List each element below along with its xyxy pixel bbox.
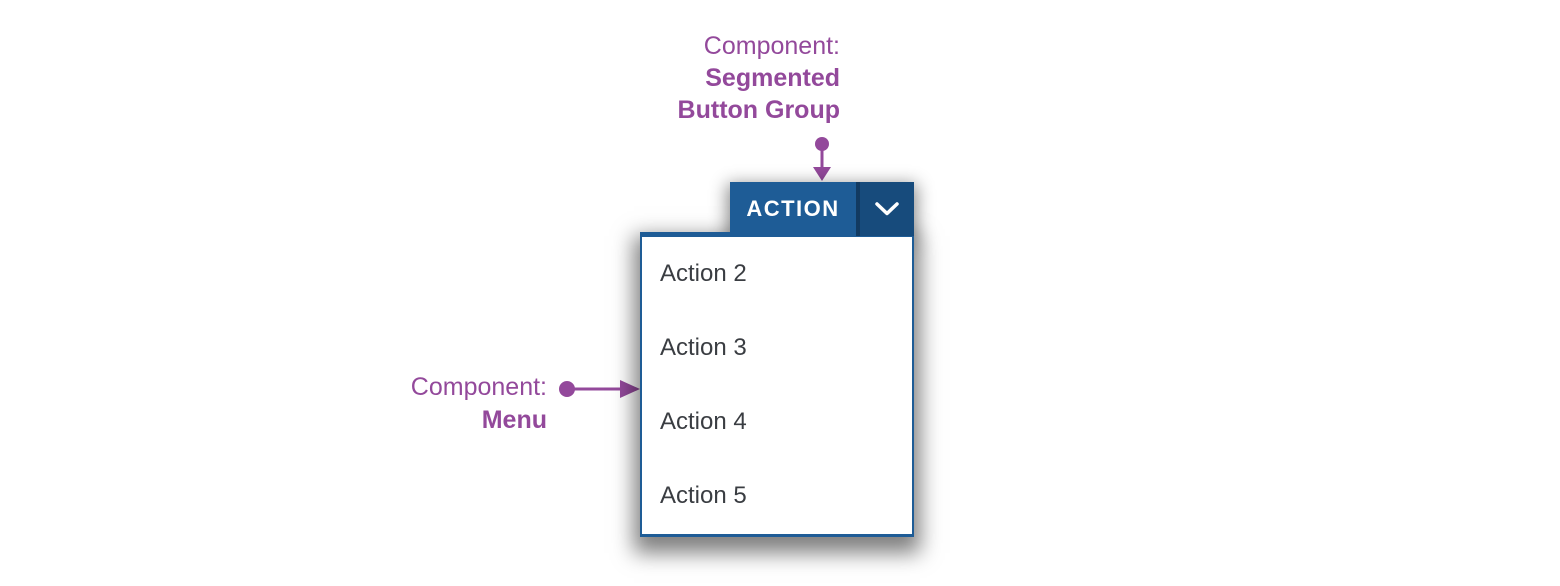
menu-item[interactable]: Action 2 [642,237,912,311]
segment-divider [856,182,860,236]
annotation-component-name-line1: Segmented [705,64,840,92]
menu-item[interactable]: Action 5 [642,459,912,533]
menu-item[interactable]: Action 3 [642,311,912,385]
annotation-prefix: Component: [410,373,547,401]
dropdown-toggle-button[interactable] [860,182,914,236]
chevron-down-icon [875,202,899,216]
annotation-segmented-button-group: Component: Segmented Button Group [678,30,840,126]
annotation-menu: Component: Menu [411,371,547,437]
annotation-arrow-down-icon [813,137,831,181]
annotation-arrow-right-icon [559,380,640,398]
action-menu: Action 2 Action 3 Action 4 Action 5 [640,232,914,537]
menu-item[interactable]: Action 4 [642,385,912,459]
annotation-component-name-line2: Button Group [677,96,840,124]
segmented-button-group: ACTION [730,182,914,236]
action-button[interactable]: ACTION [730,182,856,236]
annotation-component-name: Menu [481,406,547,434]
annotation-prefix: Component: [703,32,840,60]
